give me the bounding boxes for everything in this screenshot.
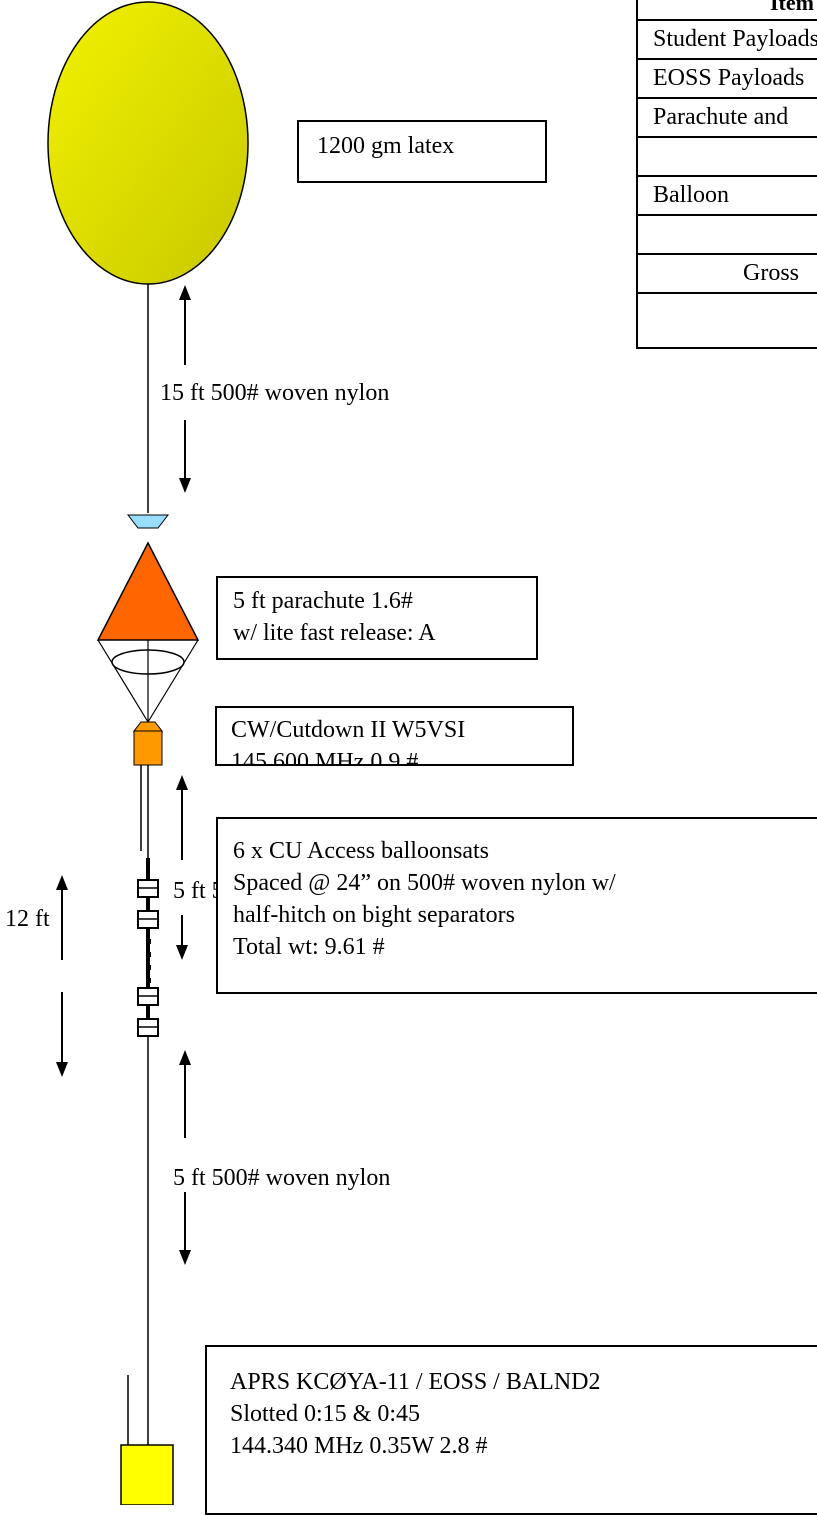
balloonsat-payload-6 bbox=[137, 1018, 159, 1037]
aprs-line-2: Slotted 0:15 & 0:45 bbox=[230, 1401, 421, 1427]
parachute-callout: 5 ft parachute 1.6# w/ lite fast release… bbox=[216, 576, 538, 660]
cutdown-line-1: CW/Cutdown II W5VSI bbox=[231, 717, 466, 743]
balloon-label: 1200 gm latex bbox=[317, 133, 455, 159]
balloonsat-gap-dots bbox=[146, 939, 151, 983]
aprs-line-1: APRS KCØYA-11 / EOSS / BALND2 bbox=[230, 1369, 601, 1395]
balloonsat-payload-1 bbox=[137, 879, 159, 898]
balloonsats-line-4: Total wt: 9.61 # bbox=[233, 934, 385, 960]
weight-table-row-blank-2 bbox=[638, 216, 817, 255]
parachute-canopy bbox=[96, 541, 200, 641]
cutdown-body bbox=[133, 730, 163, 766]
arrow-15ft bbox=[179, 285, 191, 493]
weight-table-row-student: Student Payloads bbox=[638, 21, 817, 60]
weight-table-row-balloon: Balloon bbox=[638, 177, 817, 216]
balloon-callout: 1200 gm latex bbox=[297, 120, 547, 183]
cutdown-line-2: 145.600 MHz 0.9 # bbox=[231, 749, 419, 766]
cutdown-cap bbox=[132, 721, 164, 732]
arrow-12ft bbox=[56, 875, 68, 1077]
aprs-line-3: 144.340 MHz 0.35W 2.8 # bbox=[230, 1433, 488, 1459]
balloonsat-span-label: 12 ft bbox=[5, 905, 50, 933]
parachute-ring bbox=[111, 649, 185, 675]
balloonsats-callout: 6 x CU Access balloonsats Spaced @ 24” o… bbox=[216, 817, 817, 994]
aprs-callout: APRS KCØYA-11 / EOSS / BALND2 Slotted 0:… bbox=[205, 1345, 817, 1515]
parachute-line-2: w/ lite fast release: A bbox=[233, 620, 436, 646]
parachute-line-1: 5 ft parachute 1.6# bbox=[233, 588, 413, 614]
arrow-5ft-middle bbox=[176, 775, 188, 960]
bottom-line-label: 5 ft 500# woven nylon bbox=[173, 1164, 391, 1192]
weight-table: Item Student Payloads EOSS Payloads Para… bbox=[636, 0, 817, 349]
balloonsats-line-1: 6 x CU Access balloonsats bbox=[233, 838, 489, 864]
balloonsat-payload-2 bbox=[137, 910, 159, 929]
parachute-shroud-right bbox=[147, 639, 199, 723]
weight-table-row-eoss: EOSS Payloads bbox=[638, 60, 817, 99]
arrow-5ft-bottom bbox=[179, 1050, 191, 1265]
weight-table-row-blank-1 bbox=[638, 138, 817, 177]
weight-table-row-parachute: Parachute and bbox=[638, 99, 817, 138]
top-line-label: 15 ft 500# woven nylon bbox=[160, 379, 390, 407]
weight-table-row-blank-3 bbox=[638, 294, 817, 331]
aprs-tracker-box bbox=[120, 1444, 174, 1505]
balloonsats-line-2: Spaced @ 24” on 500# woven nylon w/ bbox=[233, 870, 616, 896]
parachute-shroud-left bbox=[97, 639, 149, 723]
weight-table-header: Item bbox=[638, 0, 817, 21]
swivel-shape bbox=[126, 514, 170, 529]
balloonsats-line-3: half-hitch on bight separators bbox=[233, 902, 515, 928]
balloonsat-payload-5 bbox=[137, 987, 159, 1006]
balloon-shape bbox=[47, 1, 249, 285]
weight-table-row-gross: Gross bbox=[638, 255, 817, 294]
cutdown-callout: CW/Cutdown II W5VSI 145.600 MHz 0.9 # bbox=[215, 706, 574, 766]
